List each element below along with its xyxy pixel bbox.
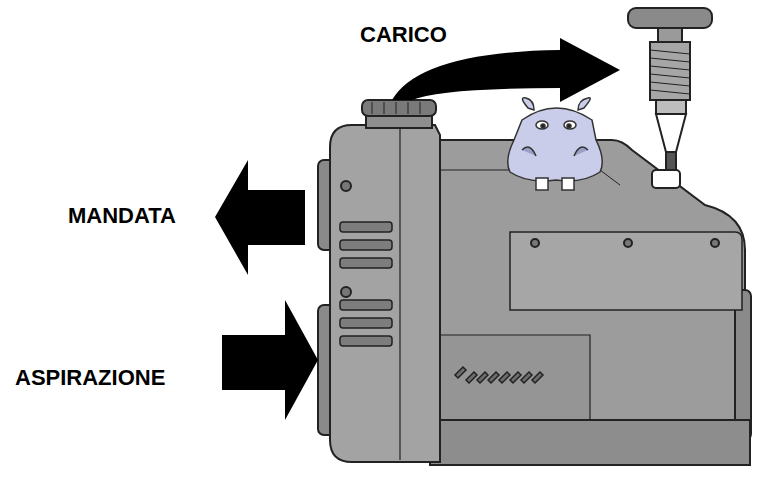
plug-cone	[656, 114, 686, 152]
part-label: ASPIRAZIONE	[15, 367, 165, 389]
hippo-nostril	[522, 147, 536, 156]
hippo-head	[508, 108, 603, 181]
pump-body	[430, 140, 751, 465]
knob-grip	[408, 102, 409, 114]
thread-line	[650, 74, 690, 78]
vent-slot	[532, 372, 543, 383]
pump-head	[318, 100, 440, 462]
knob-grip	[384, 102, 385, 114]
part-label: MANDATA	[68, 205, 176, 227]
knob-grip	[420, 102, 421, 114]
head-cover	[330, 125, 440, 462]
plug-knob	[628, 8, 712, 28]
side-panel	[440, 335, 590, 420]
vent-slot	[340, 240, 392, 250]
head-seam	[399, 128, 400, 460]
knob-grip	[396, 102, 397, 114]
vent-slot	[340, 222, 392, 232]
inlet-arrow	[222, 300, 318, 420]
head-vents	[340, 222, 392, 346]
hippo-ear	[522, 98, 534, 110]
vent-slot	[455, 367, 466, 378]
hippo-pupil	[567, 124, 571, 128]
base-plate	[430, 420, 750, 465]
thread-lines	[650, 50, 690, 94]
vent-slot	[340, 300, 392, 310]
vent-slot	[466, 372, 477, 383]
plug-collar	[658, 28, 682, 42]
hippo-tooth	[536, 178, 548, 190]
vent-slot	[340, 318, 392, 328]
part-label: CARICO	[360, 24, 447, 46]
vent-slot	[521, 372, 532, 383]
filler-knob	[362, 100, 436, 116]
screw	[531, 239, 539, 247]
knob-grip	[372, 102, 373, 114]
hippo-eye	[564, 121, 576, 129]
screw	[711, 239, 719, 247]
hippo-ear	[578, 98, 590, 110]
vent-slot	[340, 336, 392, 346]
screw	[624, 239, 632, 247]
vent-slots	[455, 367, 543, 383]
thread-line	[650, 58, 690, 62]
thread-line	[650, 90, 690, 94]
plug-thread	[650, 42, 690, 100]
vent-slot	[477, 372, 488, 383]
filler-plug	[628, 8, 712, 188]
priming-arrow	[392, 38, 620, 102]
head-hole	[341, 287, 351, 297]
top-panel	[510, 232, 742, 310]
vent-slot	[488, 372, 499, 383]
vent-slot	[340, 258, 392, 268]
hippo-nostril	[574, 147, 588, 156]
outlet-arrow	[215, 160, 305, 275]
hippo-pupil	[541, 124, 545, 128]
motor-end-cap	[735, 290, 751, 440]
head-hole	[341, 181, 351, 191]
thread-line	[650, 66, 690, 70]
body-shell	[430, 140, 745, 465]
hippo-tooth	[562, 178, 574, 190]
vent-slot	[510, 372, 521, 383]
thread-line	[650, 50, 690, 54]
vent-slot	[499, 372, 510, 383]
hippo-eye	[536, 121, 548, 129]
thread-line	[650, 82, 690, 86]
plug-neck	[656, 100, 686, 114]
plug-stem	[666, 152, 676, 170]
hippo-mascot	[508, 98, 603, 190]
plug-foot	[652, 170, 680, 188]
